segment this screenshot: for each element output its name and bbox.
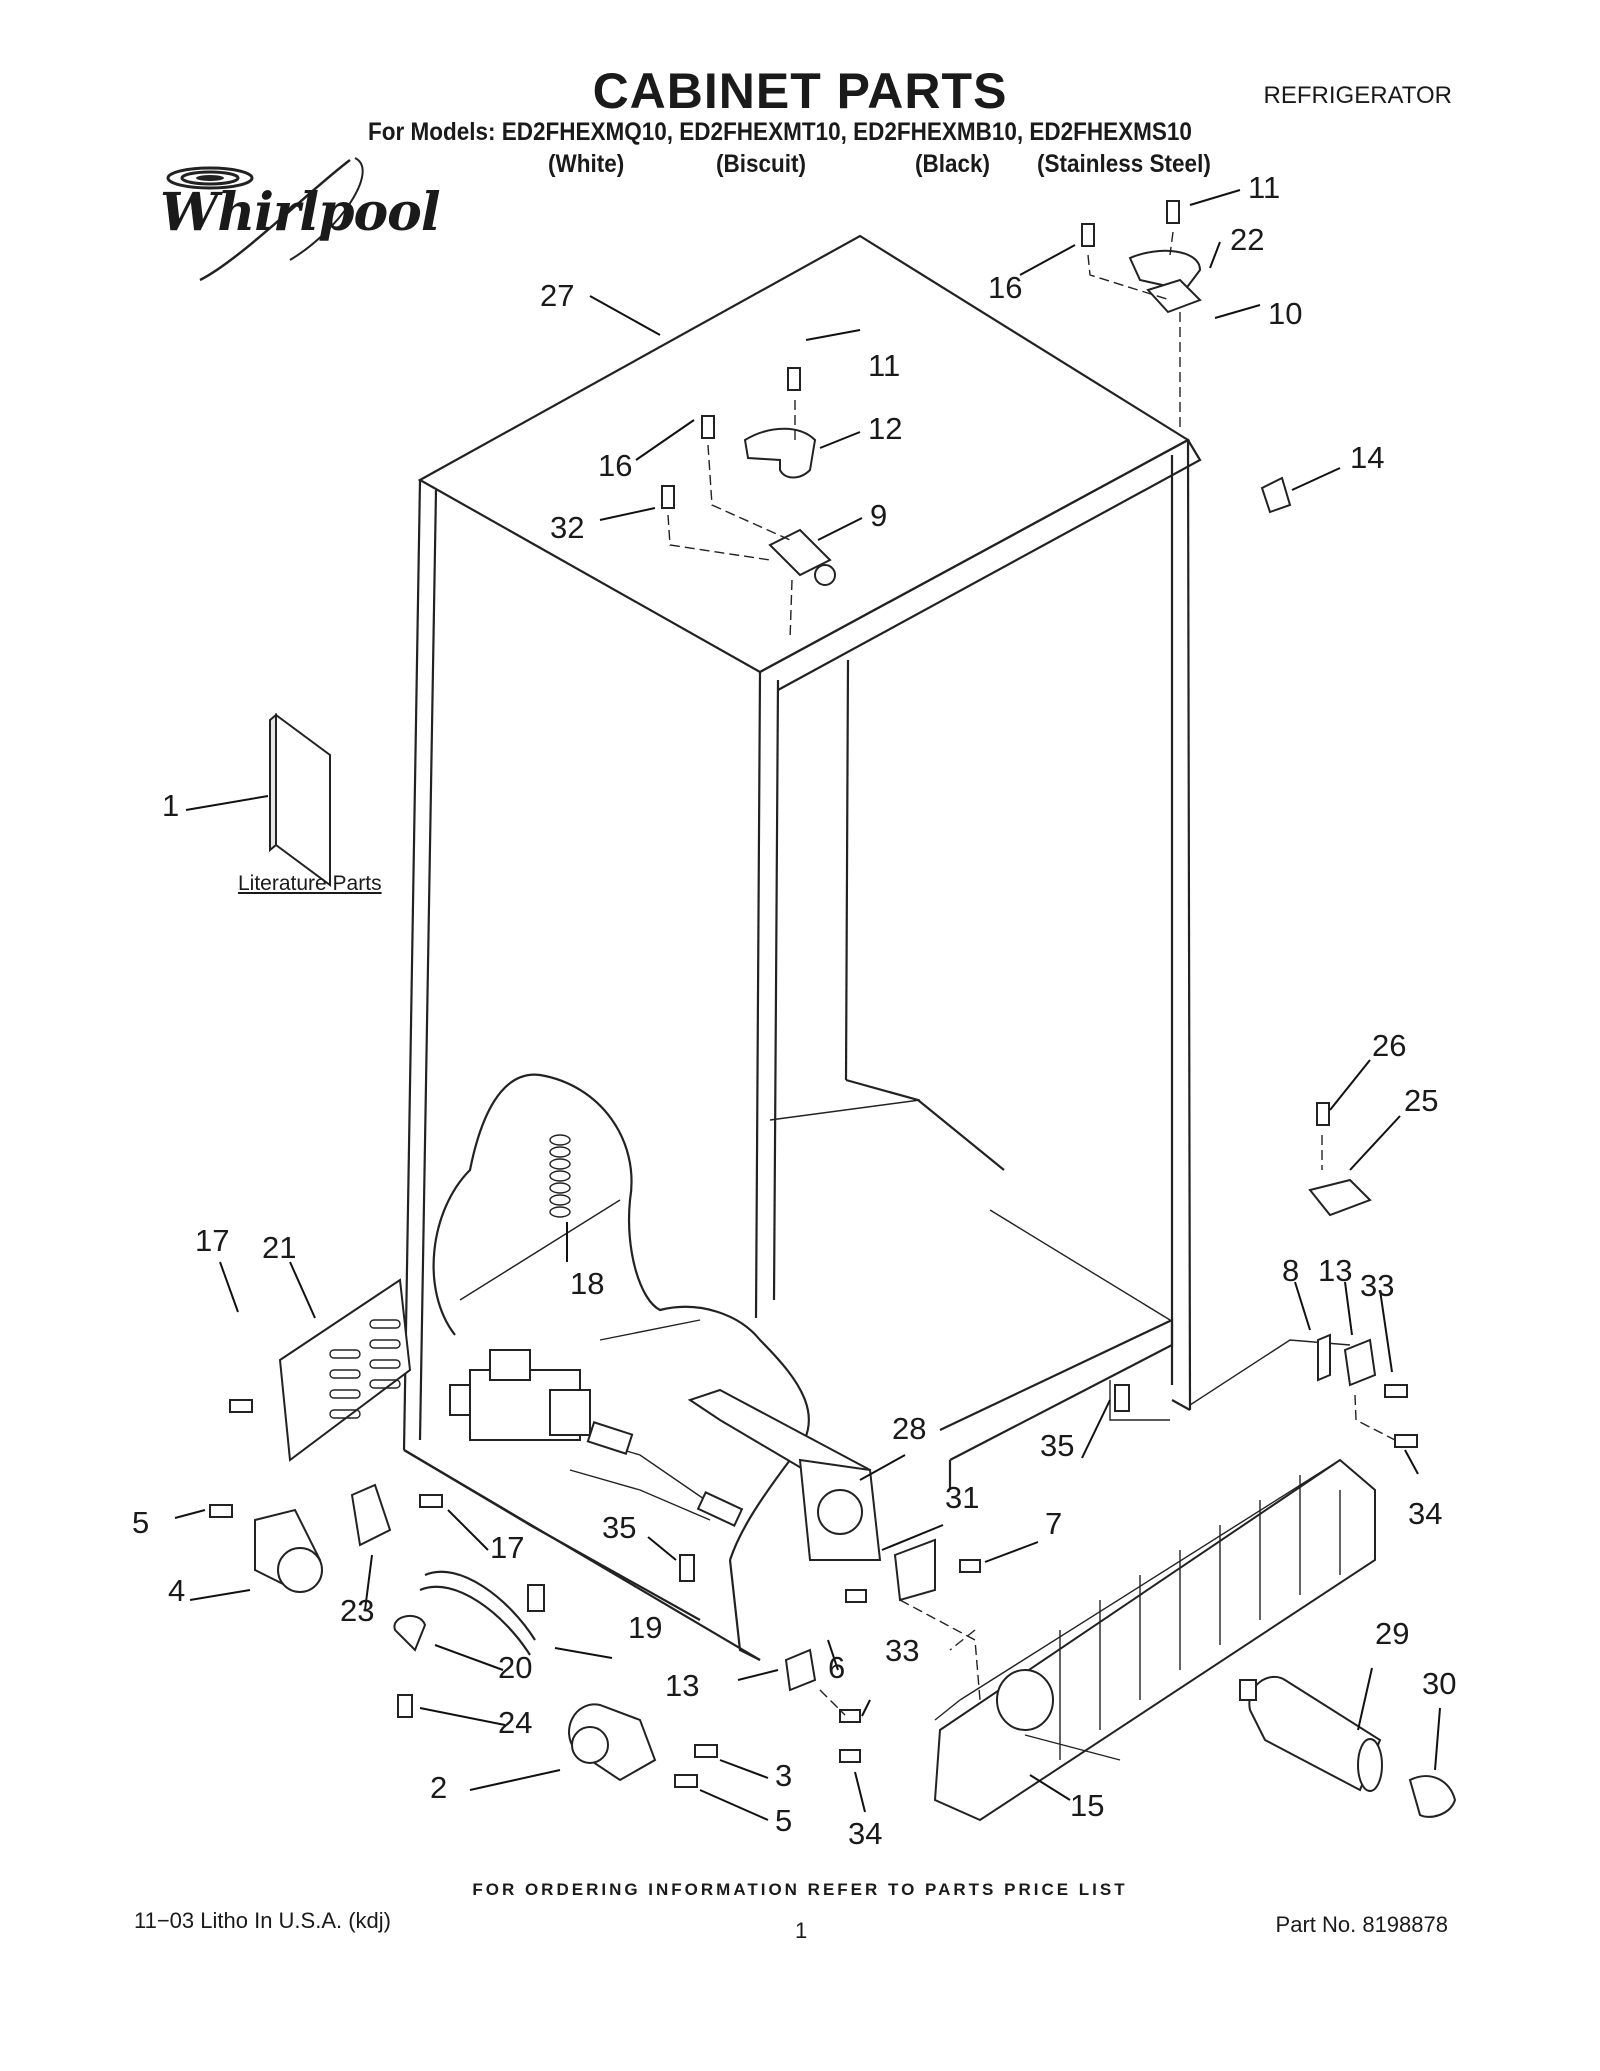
variant-black: (Black) [915,150,991,178]
whirlpool-swirl-icon [166,157,364,282]
callout-30: 30 [1422,1666,1457,1701]
callout-11-top: 11 [1248,170,1281,205]
callout-17-mid: 17 [490,1530,525,1565]
callout-33-right: 33 [1360,1268,1395,1303]
callout-35-mid: 35 [602,1510,637,1545]
page-number: 1 [795,1918,808,1943]
callout-15: 15 [1070,1788,1105,1823]
callout-1: 1 [162,788,180,823]
callout-21: 21 [262,1230,297,1265]
callout-7: 7 [1045,1506,1063,1541]
callout-13-mid: 13 [665,1668,700,1703]
whirlpool-logo: Whirlpool [160,182,441,243]
variant-white: (White) [548,150,625,178]
callout-24: 24 [498,1705,533,1740]
callout-9: 9 [870,498,888,533]
callout-18: 18 [570,1266,605,1301]
callout-14: 14 [1350,440,1385,475]
callout-5-bottom: 5 [775,1803,793,1838]
callout-12: 12 [868,411,903,446]
callout-29: 29 [1375,1616,1410,1651]
callout-25: 25 [1404,1083,1439,1118]
page-title: CABINET PARTS [592,63,1008,119]
callout-22: 22 [1230,222,1265,257]
callout-11-mid: 11 [868,348,901,383]
callout-19: 19 [628,1610,663,1645]
callout-31: 31 [945,1480,980,1515]
variant-biscuit: (Biscuit) [716,150,806,178]
models-line: For Models: ED2FHEXMQ10, ED2FHEXMT10, ED… [368,118,1192,146]
callout-4: 4 [168,1573,186,1608]
callout-34-bottom: 34 [848,1816,883,1851]
callout-3: 3 [775,1758,793,1793]
callout-10: 10 [1268,296,1303,331]
callout-8: 8 [1282,1253,1300,1288]
callout-16-top: 16 [988,270,1023,305]
callout-20: 20 [498,1650,533,1685]
callout-28: 28 [892,1411,927,1446]
callout-6: 6 [828,1650,846,1685]
callout-23: 23 [340,1593,375,1628]
callout-5-left: 5 [132,1505,150,1540]
ordering-note: FOR ORDERING INFORMATION REFER TO PARTS … [472,1880,1128,1899]
callout-27: 27 [540,278,575,313]
literature-parts-label: Literature Parts [238,872,382,895]
variant-stainless: (Stainless Steel) [1037,150,1211,178]
part-number: Part No. 8198878 [1275,1912,1448,1937]
callout-33-mid: 33 [885,1633,920,1668]
callout-26: 26 [1372,1028,1407,1063]
callout-13-right: 13 [1318,1253,1353,1288]
callout-16-mid: 16 [598,448,633,483]
litho-line: 11−03 Litho In U.S.A. (kdj) [134,1908,392,1933]
callout-2: 2 [430,1770,448,1805]
callout-17-left: 17 [195,1223,230,1258]
category-label: REFRIGERATOR [1263,82,1452,109]
callout-34-right: 34 [1408,1496,1443,1531]
callout-35-right: 35 [1040,1428,1075,1463]
callout-32: 32 [550,510,585,545]
